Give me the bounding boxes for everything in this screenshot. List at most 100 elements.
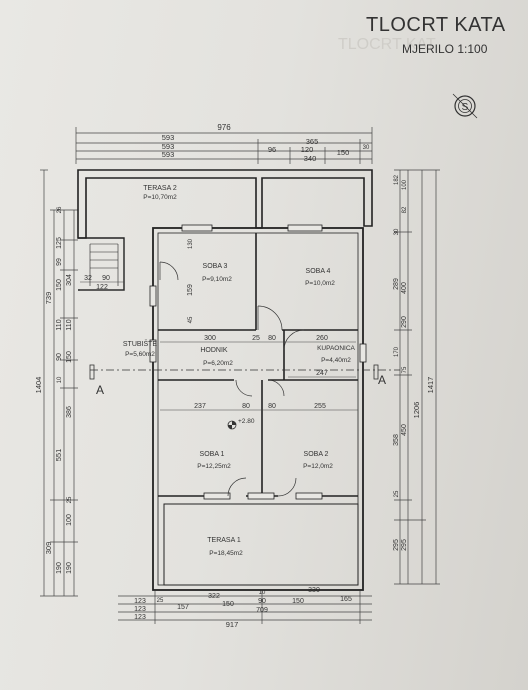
dim-bottom-150-a: 150 [222, 601, 234, 608]
room-area-soba-2: P=12,0m2 [303, 463, 333, 470]
dim-int-90: 90 [102, 275, 110, 282]
dim-int-260: 260 [316, 335, 328, 342]
dim-left-739: 739 [44, 292, 53, 305]
interior-dimension-lines [80, 281, 358, 411]
dim-right-290: 290 [401, 316, 408, 328]
bottom-dimension-lines [118, 591, 372, 624]
dim-right-289: 289 [393, 278, 400, 290]
doors [159, 261, 305, 497]
dim-top-150: 150 [337, 148, 350, 157]
room-area-soba-1: P=12,25m2 [197, 463, 231, 470]
dim-left-total: 1404 [34, 377, 43, 394]
left-dimension-lines [40, 169, 78, 597]
dim-left-25: 25 [67, 496, 73, 503]
section-mark-left: A [96, 383, 104, 397]
dim-int-122: 122 [96, 284, 108, 291]
dim-int-32: 32 [84, 275, 92, 282]
top-dimension-lines [75, 127, 373, 164]
dim-bottom-157: 157 [177, 604, 189, 611]
room-area-terasa-1: P=18,45m2 [209, 550, 243, 557]
compass-letter: S [462, 102, 469, 113]
dim-bottom-150-b: 150 [292, 598, 304, 605]
room-name-hodnik: HODNIK [200, 347, 228, 354]
dim-bottom-917: 917 [226, 620, 239, 629]
dim-right-82: 82 [402, 206, 408, 213]
dim-left-304: 304 [66, 274, 73, 286]
dim-left-386: 386 [66, 406, 73, 418]
room-area-terasa-2: P=10,70m2 [143, 194, 177, 201]
dim-right-295-a: 295 [393, 539, 400, 551]
dim-int-237: 237 [194, 403, 206, 410]
dim-int-247: 247 [316, 370, 328, 377]
room-area-soba-4: P=10,0m2 [305, 280, 335, 287]
room-name-soba-3: SOBA 3 [203, 263, 228, 270]
dim-right-1206: 1206 [412, 402, 421, 419]
dim-left-26: 26 [57, 206, 63, 213]
dim-left-150-b: 150 [66, 351, 73, 363]
dim-top-30: 30 [363, 145, 370, 151]
room-name-terasa-1: TERASA 1 [207, 537, 241, 544]
dim-bottom-165: 165 [340, 596, 352, 603]
room-name-stubiste: STUBIŠTE [123, 339, 158, 348]
faded-title-reflection: TLOCRT KAT [338, 36, 436, 53]
room-area-kupaonica: P=4,40m2 [321, 357, 351, 364]
dim-bottom-709: 709 [256, 607, 268, 614]
dim-top-96: 96 [268, 145, 276, 154]
dim-left-99: 99 [56, 258, 63, 266]
dim-int-45: 45 [188, 316, 194, 323]
dim-left-110-b: 110 [66, 319, 73, 330]
section-mark-right: A [378, 373, 386, 387]
dim-left-309: 309 [44, 542, 53, 555]
dim-left-190-b: 190 [66, 562, 73, 574]
dim-right-total: 1417 [426, 377, 435, 394]
room-area-hodnik: P=6,20m2 [203, 360, 233, 367]
dim-left-10: 10 [57, 376, 63, 383]
room-area-soba-3: P=9,10m2 [202, 276, 232, 283]
dim-right-75: 75 [402, 366, 408, 373]
dim-top-593-c: 593 [162, 150, 175, 159]
dim-left-90: 90 [56, 353, 63, 361]
drawing-scale: MJERILO 1:100 [402, 42, 488, 56]
dim-int-159: 159 [187, 284, 194, 296]
dim-right-100: 100 [402, 179, 408, 190]
dim-bottom-123-a: 123 [134, 598, 146, 605]
room-name-soba-4: SOBA 4 [306, 268, 331, 275]
dim-bottom-25: 25 [157, 598, 164, 604]
elevation-marker-icon [227, 420, 237, 430]
room-name-kupaonica: KUPAONICA [317, 345, 355, 352]
dim-top-120: 120 [301, 145, 314, 154]
dim-right-400: 400 [401, 282, 408, 294]
dim-int-255: 255 [314, 403, 326, 410]
dim-top-total: 976 [217, 123, 231, 132]
dim-top-593-b: 593 [162, 142, 175, 151]
room-area-stubiste: P=5,60m2 [125, 351, 155, 358]
dim-bottom-123-b: 123 [134, 606, 146, 613]
dim-left-100: 100 [66, 514, 73, 526]
dim-bottom-10: 10 [259, 590, 266, 596]
dim-left-125: 125 [56, 237, 63, 249]
dim-right-30: 30 [394, 228, 400, 235]
compass-icon: S [452, 93, 478, 119]
dim-left-551: 551 [54, 449, 63, 462]
elevation-label: +2.80 [238, 418, 255, 425]
dim-left-150-a: 150 [56, 279, 63, 291]
dim-right-358: 358 [393, 434, 400, 446]
dim-top-365: 365 [306, 137, 319, 146]
dim-right-170: 170 [394, 346, 400, 357]
dim-bottom-90: 90 [258, 598, 266, 605]
dim-bottom-123-c: 123 [134, 614, 146, 621]
right-dimension-lines [394, 169, 440, 585]
dim-right-295-b: 295 [401, 539, 408, 551]
dim-int-80-c: 80 [268, 335, 276, 342]
windows [149, 224, 367, 500]
dim-int-80-a: 80 [242, 403, 250, 410]
room-name-terasa-2: TERASA 2 [143, 185, 177, 192]
dim-right-25: 25 [394, 490, 400, 497]
room-name-soba-1: SOBA 1 [200, 451, 225, 458]
section-line [89, 364, 400, 380]
dim-left-110-a: 110 [56, 319, 63, 330]
dim-int-130: 130 [188, 238, 194, 249]
dim-bottom-322: 322 [208, 593, 220, 600]
dim-top-593-a: 593 [162, 133, 175, 142]
